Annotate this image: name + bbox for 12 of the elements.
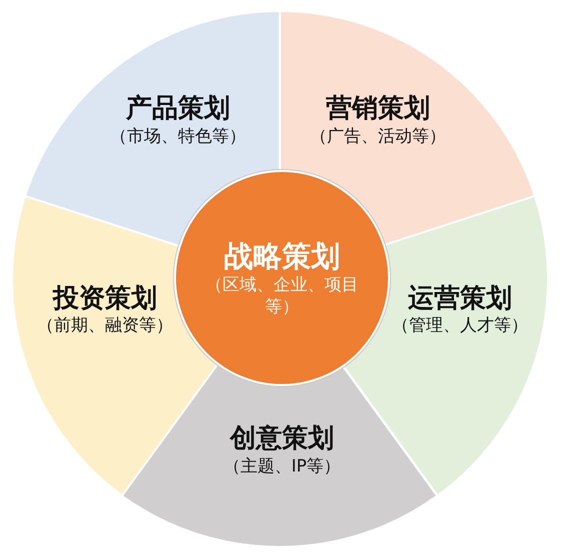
- sector-subtitle: （前期、融资等）: [36, 315, 174, 338]
- sector-subtitle: （管理、人才等）: [391, 315, 529, 338]
- sector-title: 运营策划: [408, 282, 512, 316]
- sector-title: 创意策划: [230, 422, 334, 456]
- sector-subtitle: （主题、IP等）: [222, 455, 342, 478]
- sector-subtitle: （区域、企业、项目等）: [204, 274, 360, 318]
- sector-subtitle: （市场、特色等）: [108, 125, 247, 148]
- sector-title: 产品策划: [126, 92, 230, 126]
- sector-subtitle: （广告、活动等）: [309, 125, 447, 148]
- sector-title: 营销策划: [326, 92, 430, 126]
- sector-title: 战略策划: [224, 238, 340, 274]
- sector-title: 投资策划: [53, 282, 157, 316]
